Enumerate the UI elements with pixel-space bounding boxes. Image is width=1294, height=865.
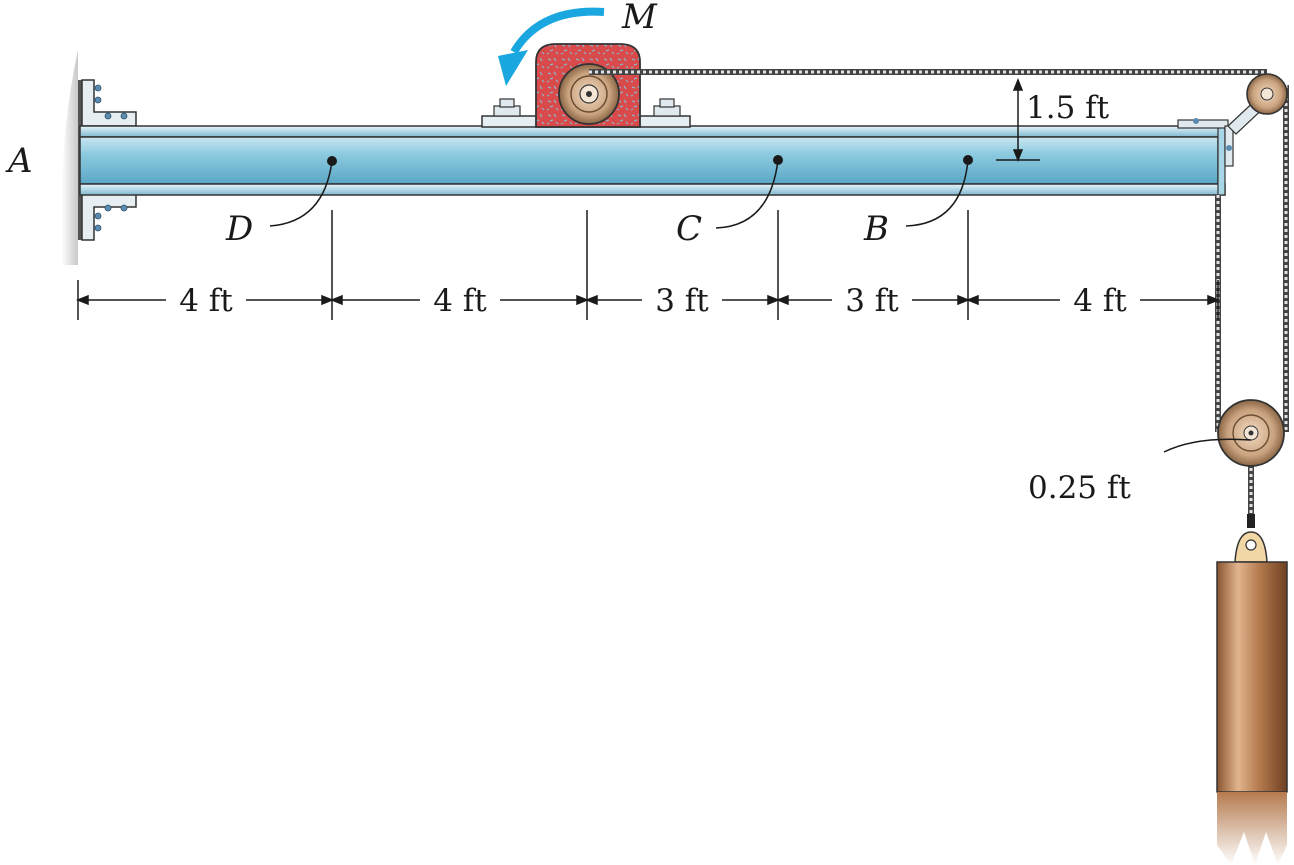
pulley-radius-label: 0.25 ft <box>1028 470 1131 506</box>
cable-height-dimension <box>996 77 1040 163</box>
motor-block <box>481 43 691 128</box>
top-pulley <box>1246 73 1288 115</box>
cable-height-label: 1.5 ft <box>1026 90 1110 126</box>
span-label-3: 3 ft <box>655 283 709 319</box>
points <box>269 155 1252 453</box>
span-label-5: 4 ft <box>1073 283 1127 319</box>
dimension-line <box>75 210 1221 320</box>
lower-pulley <box>1217 399 1285 467</box>
moment-arrow <box>498 7 605 86</box>
span-label-4: 3 ft <box>845 283 899 319</box>
bolt-right <box>653 98 681 117</box>
beam <box>79 125 1226 196</box>
point-A-label: A <box>5 141 33 181</box>
point-D-label: D <box>225 209 253 249</box>
span-label-2: 4 ft <box>433 283 487 319</box>
span-label-1: 4 ft <box>179 283 233 319</box>
point-B-label: B <box>863 209 889 249</box>
moment-label: M <box>621 0 658 37</box>
bolt-left <box>493 98 521 117</box>
point-C-label: C <box>676 209 702 249</box>
hanging-weight <box>1216 514 1288 865</box>
